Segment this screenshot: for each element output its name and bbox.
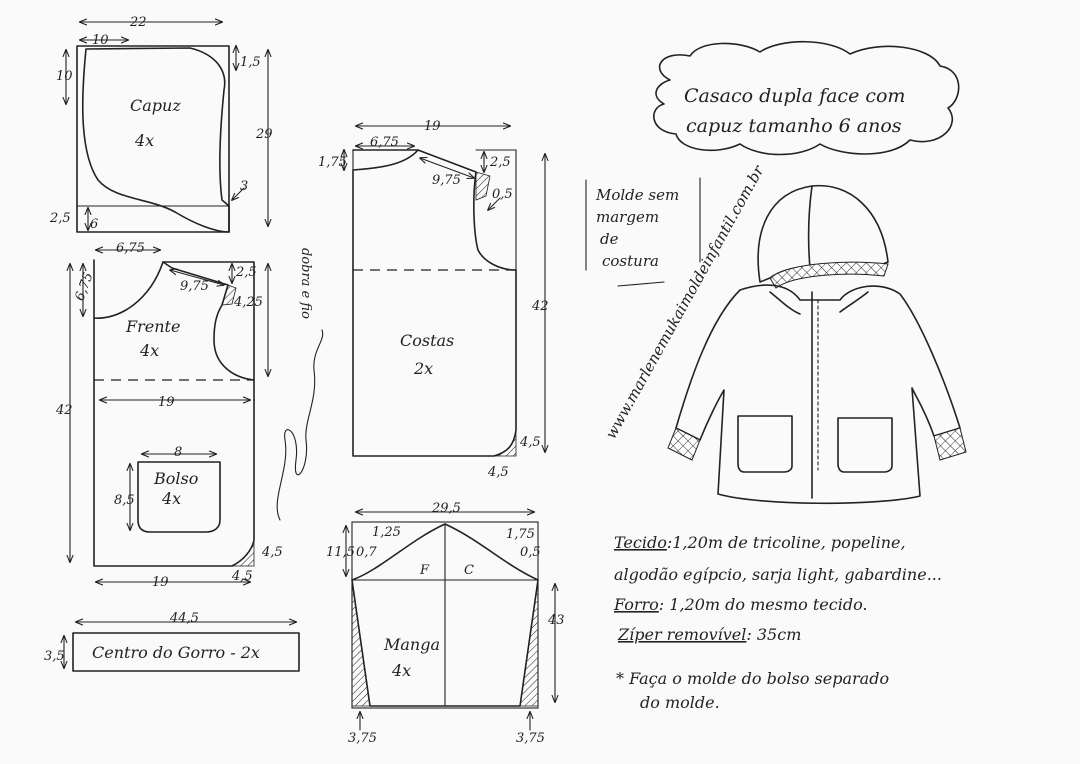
capuz-height: 29 [255,127,273,142]
costas-height: 42 [531,299,549,314]
frente-corner-b: 4,5 [231,569,253,584]
costas-neck-width: 6,75 [370,135,399,150]
tecido-line2: algodão egípcio, sarja light, gabardine.… [614,565,942,584]
gorro-length: 44,5 [169,611,199,626]
costas-label: Costas [400,331,454,350]
manga-cap-left: 1,25 [372,525,401,540]
piece-manga: 29,5 1,25 1,75 11,5 0,7 0,5 F C Manga 4x… [326,501,565,746]
frente-shoulder-drop: 2,5 [235,265,257,280]
capuz-left-offset: 10 [56,69,73,84]
manga-front-mark: F [419,563,430,578]
seam-note-line3: de [600,230,619,248]
ziper-label: Zíper removível [617,625,746,644]
seam-note-line1: Molde sem [595,186,679,204]
svg-text:Tecido:1,20m de tricoline, pop: Tecido:1,20m de tricoline, popeline, [614,533,906,552]
costas-width: 19 [424,119,441,134]
gorro-height: 3,5 [44,649,65,664]
bolso-label: Bolso [153,469,198,488]
costas-shoulder: 9,75 [432,173,461,188]
frente-neck-height: 6,75 [73,271,97,303]
tecido-line1: :1,20m de tricoline, popeline, [667,533,906,552]
frente-qty: 4x [139,341,159,360]
manga-label: Manga [383,635,440,654]
note-line1: * Faça o molde do bolso separado [616,669,889,688]
manga-cuff-right: 3,75 [516,731,545,746]
costas-neck-height: 1,75 [318,155,347,170]
frente-height: 42 [55,403,73,418]
manga-right-inset: 0,5 [520,545,541,560]
costas-shoulder-drop: 2,5 [489,155,511,170]
svg-text:Zíper removível: 35cm: Zíper removível: 35cm [617,625,801,644]
note-line2: do molde. [640,693,720,712]
forro-text: : 1,20m do mesmo tecido. [659,595,868,614]
frente-chest: 19 [158,395,175,410]
costas-corner-a: 4,5 [519,435,541,450]
frente-shoulder: 9,75 [180,279,209,294]
capuz-qty: 4x [134,131,154,150]
seam-note: Molde sem margem de costura [585,177,701,287]
manga-cap-height: 11,5 [326,545,355,560]
capuz-bottom-left: 2,5 [49,211,71,226]
piece-centro-gorro: 44,5 3,5 Centro do Gorro - 2x [44,611,300,672]
manga-back-mark: C [464,563,474,578]
bolso-qty: 4x [161,489,181,508]
materials-block: Tecido:1,20m de tricoline, popeline, alg… [613,533,942,712]
svg-text:Forro: 1,20m do mesmo tecido.: Forro: 1,20m do mesmo tecido. [613,595,868,614]
title-line2: capuz tamanho 6 anos [686,115,902,137]
costas-corner-b: 4,5 [487,465,509,480]
piece-bolso: Bolso 4x 8 8,5 [114,445,221,533]
coat-illustration [667,184,967,505]
ziper-text: : 35cm [746,625,801,644]
frente-armhole: 4,25 [233,295,263,310]
tecido-label: Tecido [614,533,667,552]
capuz-top-offset: 10 [92,33,109,48]
frente-corner-a: 4,5 [261,545,283,560]
signature-scribble [276,329,324,521]
frente-hem: 19 [152,575,169,590]
seam-note-line2: margem [596,208,659,226]
piece-costas: dobra e fio Costas 2x 19 6,75 1,75 9,75 … [298,119,549,480]
manga-cuff-left: 3,75 [348,731,377,746]
title-cloud: Casaco dupla face com capuz tamanho 6 an… [653,40,960,156]
manga-left-inset: 0,7 [356,545,377,560]
costas-qty: 2x [413,359,433,378]
bolso-height: 8,5 [114,493,135,508]
piece-frente: Frente 4x 6,75 6,75 9,75 2,5 4,25 19 42 … [55,241,283,590]
costas-armhole: 0,5 [492,187,513,202]
frente-neck-width: 6,75 [116,241,145,256]
capuz-bottom: 6 [90,217,98,232]
costas-fold-label: dobra e fio [298,248,313,319]
forro-label: Forro [613,595,659,614]
capuz-right-top: 1,5 [240,55,261,70]
frente-label: Frente [125,317,180,336]
bolso-width: 8 [174,445,182,460]
gorro-label: Centro do Gorro - 2x [92,643,260,662]
manga-width: 29,5 [431,501,461,516]
capuz-label: Capuz [130,96,181,115]
manga-length: 43 [547,613,565,628]
seam-note-line4: costura [602,252,659,270]
manga-qty: 4x [391,661,411,680]
capuz-width: 22 [129,15,147,30]
piece-capuz: Capuz 4x 22 10 10 1,5 29 3 2,5 6 [49,15,273,233]
title-line1: Casaco dupla face com [684,85,905,107]
capuz-curve: 3 [240,179,248,194]
manga-cap-right: 1,75 [506,527,535,542]
